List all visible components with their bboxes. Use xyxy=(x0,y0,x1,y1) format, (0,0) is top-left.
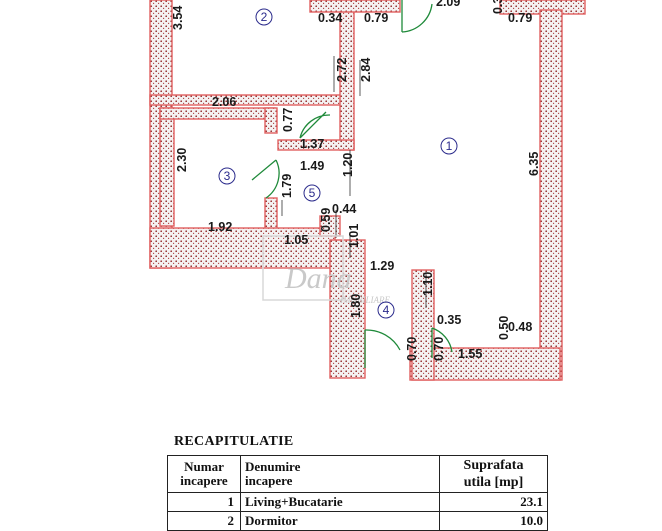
room-number-circle xyxy=(377,301,395,319)
bathroom-top-wall xyxy=(159,107,276,120)
door-hall xyxy=(299,111,331,139)
dimension-label: 0.70 xyxy=(405,337,419,361)
room-number-cell: 2 xyxy=(167,511,241,531)
dimension-label: 1.55 xyxy=(458,347,482,361)
dimension-label: 3.54 xyxy=(171,6,185,30)
dimension-label: 0.79 xyxy=(364,11,388,25)
dimension-label: 2.84 xyxy=(359,58,373,82)
room-number-label: 3 xyxy=(224,169,231,183)
dimension-label: 0.35 xyxy=(437,313,461,327)
room-numbers: 1 2 3 4 5 xyxy=(218,8,458,319)
room-number-label: 1 xyxy=(446,139,453,153)
dimension-label: 0.50 xyxy=(497,316,511,340)
door-entry-a xyxy=(364,329,401,368)
watermark: Dana IMOBILIARE xyxy=(262,235,390,305)
dimension-label: 0.34 xyxy=(318,11,342,25)
bathroom-right-wall xyxy=(264,107,278,134)
door-bedroom xyxy=(401,0,433,33)
walls xyxy=(149,0,586,381)
table-row: 1 Living+Bucatarie 23.1 xyxy=(167,492,548,512)
room-name-cell: Living+Bucatarie xyxy=(240,492,440,512)
svg-text:IMOBILIARE: IMOBILIARE xyxy=(339,295,390,305)
dimension-label: 2.06 xyxy=(212,95,236,109)
dimension-label: 1.80 xyxy=(349,294,363,318)
room-number-circle xyxy=(303,184,321,202)
bottom-left-wall xyxy=(149,227,336,269)
dimension-label: 1.92 xyxy=(208,220,232,234)
room-name-cell: Dormitor xyxy=(240,511,440,531)
dimension-label: 0.44 xyxy=(332,202,356,216)
hall-inner-wall-2 xyxy=(277,139,355,151)
door-bathroom xyxy=(251,159,280,199)
dimension-label: 6.35 xyxy=(527,152,541,176)
dimension-label: 1.10 xyxy=(421,272,435,296)
dimension-label: 2.30 xyxy=(175,148,189,172)
dimension-label: 0.79 xyxy=(508,11,532,25)
dimension-label: 1.01 xyxy=(347,224,361,248)
room-number-label: 5 xyxy=(309,186,316,200)
entry-left-wall xyxy=(329,239,366,379)
dimension-label: 1.05 xyxy=(284,233,308,247)
dimension-label: 1.29 xyxy=(370,259,394,273)
room-area-cell: 10.0 xyxy=(439,511,548,531)
dimension-label: 0.77 xyxy=(281,108,295,132)
dimension-label: 0.35 xyxy=(491,0,505,14)
bathroom-left-wall xyxy=(159,107,175,227)
top-wall-left xyxy=(309,0,401,13)
entry-right-wall xyxy=(411,269,435,381)
room-number-label: 2 xyxy=(261,10,268,24)
bedroom-bottom-wall xyxy=(149,94,351,106)
door-entry-b xyxy=(431,327,453,358)
right-outer-wall xyxy=(539,9,563,381)
room-area-cell: 23.1 xyxy=(439,492,548,512)
dimension-label: 1.20 xyxy=(341,153,355,177)
dimension-label: 2.72 xyxy=(335,58,349,82)
table-row: 2 Dormitor 10.0 xyxy=(167,511,548,531)
svg-text:Dana: Dana xyxy=(284,262,352,295)
dimension-label: 0.48 xyxy=(508,320,532,334)
room-number-circle xyxy=(440,137,458,155)
dimension-label: 1.49 xyxy=(300,159,324,173)
room-number-circle xyxy=(218,167,236,185)
room-number-label: 4 xyxy=(383,303,390,317)
dimension-label: 2.09 xyxy=(436,0,460,9)
bottom-right-wall xyxy=(409,347,561,381)
doors xyxy=(251,0,453,368)
room-number-cell: 1 xyxy=(167,492,241,512)
dimension-label: 0.59 xyxy=(319,208,333,232)
room-number-circle xyxy=(255,8,273,26)
dimension-leaders xyxy=(281,56,427,308)
summary-title: RECAPITULATIE xyxy=(174,434,294,449)
dimension-label: 0.70 xyxy=(432,337,446,361)
dimension-label: 1.79 xyxy=(280,174,294,198)
dimension-label: 1.37 xyxy=(300,137,324,151)
